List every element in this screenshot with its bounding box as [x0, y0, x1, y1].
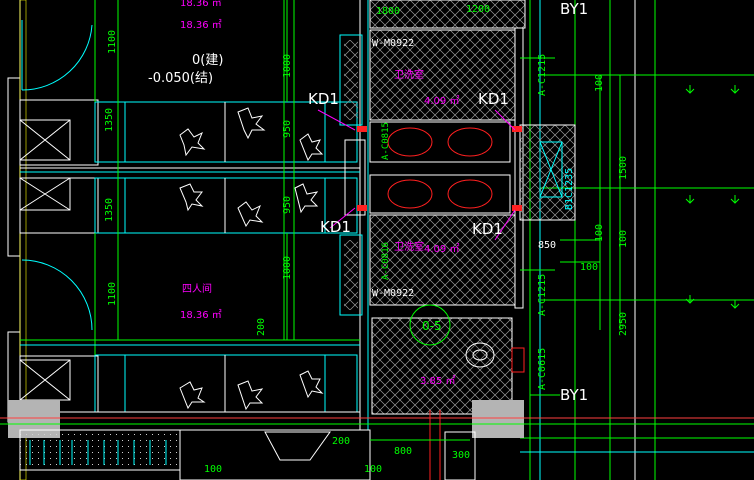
window-c1215-bottom: A-C1215: [537, 274, 548, 316]
dim-1100-bottom: 1100: [107, 282, 118, 306]
bed-row-bottom: [94, 354, 358, 413]
dim-2950: 2950: [618, 312, 629, 336]
window-c0816: A-C0816: [381, 242, 391, 280]
bathroom-hatches: [369, 0, 576, 415]
elevation-arch: 0(建): [192, 53, 223, 68]
dim-200-a: 200: [256, 318, 267, 336]
room-area-bottom: 18.36 ㎡: [180, 309, 222, 321]
dim-100-f: 100: [364, 464, 382, 475]
tag-kd1-b: KD1: [478, 90, 509, 108]
dim-950-bottom: 950: [282, 196, 293, 214]
dim-300: 300: [452, 450, 470, 461]
bath-name-top: 卫洗室: [394, 68, 424, 81]
axis-bubble-label: 0-5: [422, 319, 442, 333]
dim-100-d: 100: [618, 230, 629, 248]
window-c0815: A-C0815: [381, 122, 391, 160]
dim-1200: 1200: [466, 4, 490, 15]
bottom-strip: [0, 410, 754, 480]
dim-200-b: 200: [332, 436, 350, 447]
partition-walls: [20, 0, 369, 430]
tag-kd1-d: KD1: [472, 220, 503, 238]
tag-by1-top: BY1: [560, 0, 588, 18]
dimension-lines: [117, 0, 621, 441]
window-labels: W-M0922 W-M0922 A-C1215 A-C1215 B1C1235 …: [372, 38, 575, 390]
bed-row-middle: [94, 177, 358, 234]
bed-row-top: [94, 101, 358, 163]
dim-1500: 1500: [618, 156, 629, 180]
dimension-text: 1100 1100 950 950 1000 1000 200 200 1350…: [104, 4, 629, 475]
bath-area-top: 4.09 ㎡: [424, 95, 459, 107]
leaders: [317, 57, 576, 396]
dim-950-top: 950: [282, 120, 293, 138]
bath-area-bottom: 4.09 ㎡: [424, 243, 459, 255]
dim-100-e: 100: [204, 464, 222, 475]
elevation-marks: 0(建) -0.050(结): [148, 53, 223, 86]
tag-kd1-a: KD1: [308, 90, 339, 108]
window-c0615: A-C0615: [537, 348, 548, 390]
dim-100-c: 100: [580, 262, 598, 273]
tags: KD1 KD1 KD1 KD1 BY1 BY1 0-5: [308, 0, 588, 404]
window-b1c1235: B1C1235: [564, 168, 575, 210]
small-room-area: 3.85 ㎡: [420, 375, 455, 387]
dim-1000-bottom: 1000: [282, 256, 293, 280]
tag-kd1-c: KD1: [320, 218, 351, 236]
dim-1100-top: 1100: [107, 30, 118, 54]
pipe-shafts: [339, 34, 366, 316]
dim-850: 850: [538, 240, 556, 251]
red-markers: [357, 126, 525, 373]
room-name-bottom: 四人间: [182, 282, 212, 295]
bunk-beds-left: [19, 99, 99, 413]
room-labels: 18.36 ㎡ 18.36 ㎡ 四人间 18.36 ㎡ 卫洗室 4.09 ㎡ 卫…: [180, 0, 459, 387]
room-area-top: 18.36 ㎡: [180, 19, 222, 31]
dim-100-b: 100: [594, 224, 605, 242]
window-w-top: W-M0922: [372, 38, 414, 49]
room-area-top-prev: 18.36 ㎡: [180, 0, 222, 9]
bath-name-bottom: 卫洗室: [394, 240, 424, 253]
dim-100-a: 100: [594, 74, 605, 92]
dim-1800: 1800: [376, 6, 400, 17]
window-c1215-top: A-C1215: [537, 54, 548, 96]
dim-1350-mid: 1350: [104, 198, 115, 222]
window-w-bottom: W-M0922: [372, 288, 414, 299]
dim-800: 800: [394, 446, 412, 457]
tag-by1-bottom: BY1: [560, 386, 588, 404]
dim-1000-top: 1000: [282, 54, 293, 78]
dim-1350-top: 1350: [104, 108, 115, 132]
elevation-struct: -0.050(结): [148, 71, 213, 86]
